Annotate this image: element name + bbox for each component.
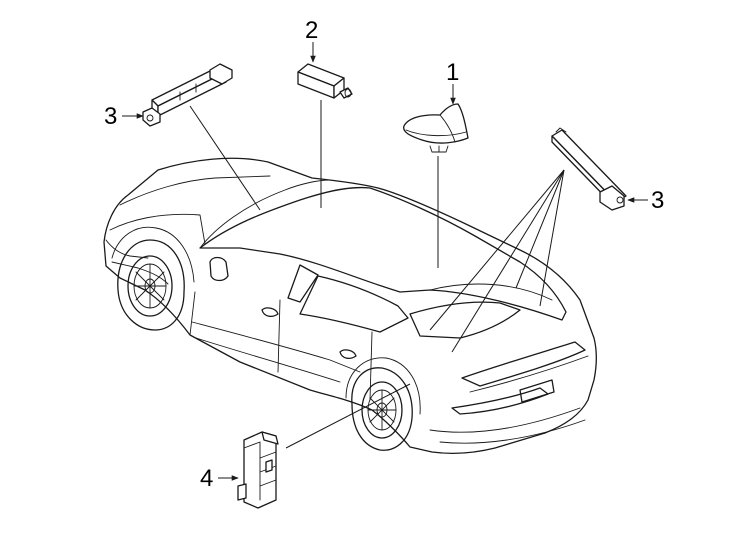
callout-2-label: 2 <box>305 17 318 44</box>
left-antenna-bar-part <box>142 63 233 127</box>
callout-3-left-label: 3 <box>104 103 117 130</box>
shark-fin-antenna-part <box>403 103 469 153</box>
callout-4-label: 4 <box>200 465 213 492</box>
callout-arrows <box>122 42 648 481</box>
callout-3-right-label: 3 <box>651 187 664 214</box>
callout-1-label: 1 <box>446 59 459 86</box>
control-module-part <box>237 431 279 509</box>
antenna-module-part <box>297 63 353 99</box>
right-antenna-bar-part <box>551 127 627 211</box>
car-illustration <box>103 157 597 455</box>
leader-lines <box>189 100 565 449</box>
